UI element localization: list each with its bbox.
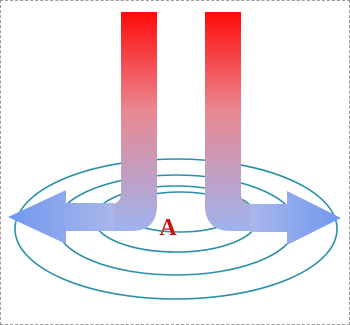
point-a-label: A — [159, 215, 177, 241]
right-downdraft-column — [205, 12, 292, 231]
ring-outer — [14, 158, 338, 300]
left-flow — [8, 12, 157, 244]
right-outflow-arrow — [250, 191, 341, 245]
right-flow — [205, 12, 341, 245]
left-downdraft-column — [54, 12, 157, 231]
left-outflow-arrow — [8, 190, 114, 244]
